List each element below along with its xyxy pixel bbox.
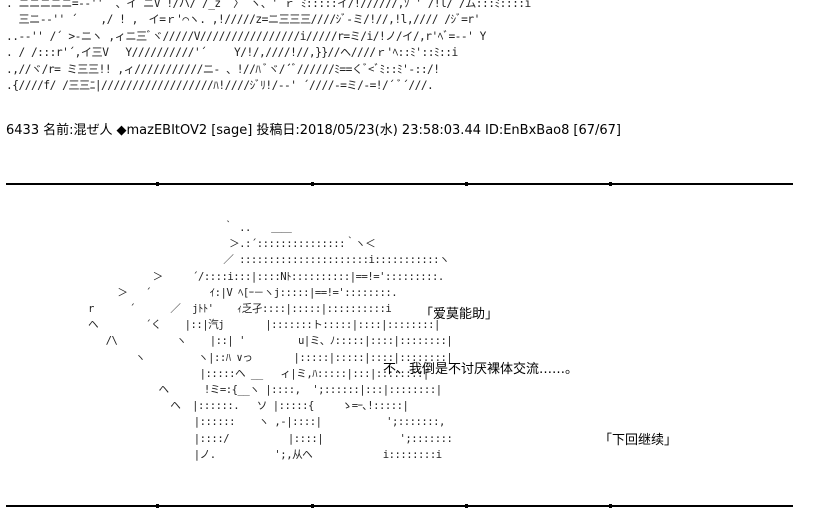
- dialogue-line-3: 「下回继续」: [599, 433, 678, 448]
- divider-mark: [465, 504, 468, 508]
- date-label: 投稿日:: [256, 123, 300, 138]
- post-count: [67/67]: [573, 123, 621, 138]
- poster-name: 混ぜ人: [73, 123, 113, 138]
- divider-mark: [609, 182, 612, 186]
- post-number: 6433: [6, 123, 40, 138]
- dialogue-line-2: 不、我倒是不讨厌裸体交流……。: [383, 362, 579, 377]
- divider-mark: [609, 504, 612, 508]
- ascii-art-figure: ｀ .. ＿＿ ＞.:´:::::::::::::::｀ヽ＜ ／ :::::::…: [88, 222, 453, 461]
- ascii-art-top: . ニニニニニ=-‐''´ 、イ ニV !/ハ/ /_z´ 〉 ヽ、' ｒ ﾐ:…: [6, 0, 531, 93]
- divider-mark: [311, 504, 314, 508]
- divider-mark: [465, 182, 468, 186]
- divider-mark: [156, 504, 159, 508]
- poster-id: ID:EnBxBao8: [484, 123, 570, 138]
- divider-line-bottom: [6, 504, 793, 508]
- email-field[interactable]: [sage]: [211, 123, 253, 138]
- post-date: 2018/05/23(水) 23:58:03.44: [299, 123, 481, 138]
- name-label: 名前:: [43, 123, 74, 138]
- divider-line-top: [6, 182, 793, 186]
- poster-trip: ◆mazEBItOV2: [116, 123, 208, 138]
- dialogue-line-1: 「爱莫能助」: [420, 307, 499, 322]
- divider-mark: [156, 182, 159, 186]
- divider-mark: [311, 182, 314, 186]
